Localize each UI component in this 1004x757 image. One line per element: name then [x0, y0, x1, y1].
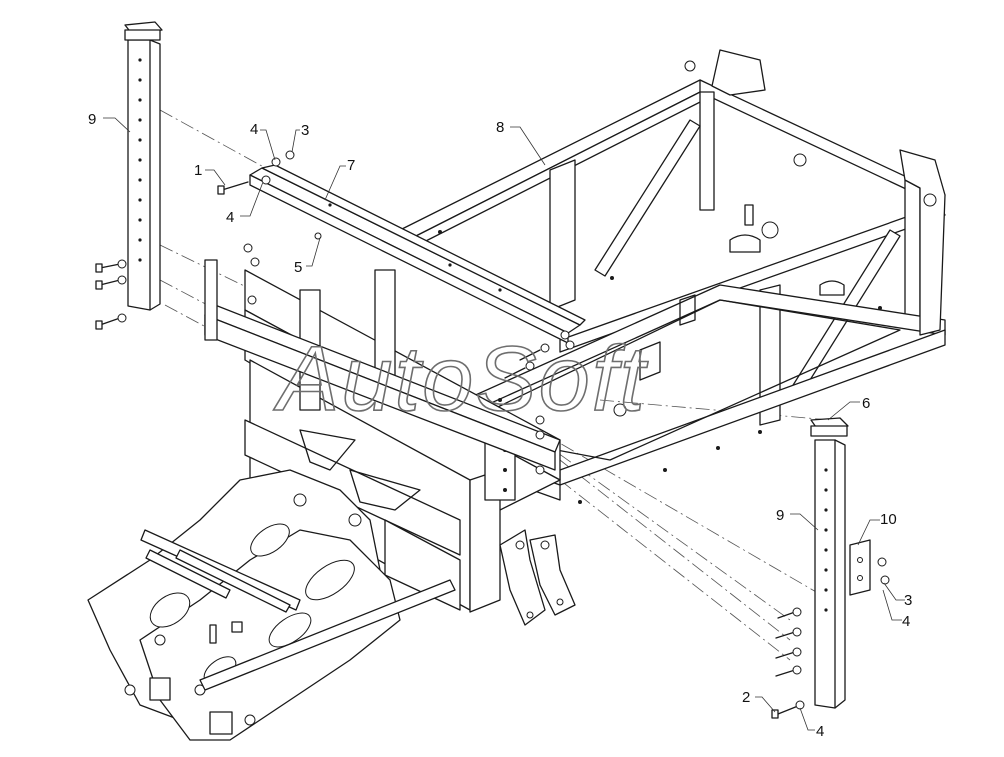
- callout-5: 5: [294, 259, 302, 276]
- hitch-assembly: [87, 469, 456, 741]
- callout-4-mid: 4: [226, 209, 234, 226]
- right-upright-post: [810, 417, 849, 709]
- callout-7: 7: [347, 157, 355, 174]
- crossbeam-7: [249, 164, 586, 344]
- leader-lines: [103, 117, 905, 731]
- callout-1: 1: [194, 162, 202, 179]
- callout-9-left: 9: [88, 111, 96, 128]
- callout-3-right: 3: [904, 592, 912, 609]
- callout-8: 8: [496, 119, 504, 136]
- fasteners: [95, 150, 890, 719]
- callout-4-top: 4: [250, 121, 258, 138]
- lower-link-brackets: [499, 529, 576, 626]
- left-upright-post: [124, 21, 163, 311]
- callout-10: 10: [880, 511, 897, 528]
- callouts: 9 1 4 3 4 5 7 8 6 9 10 3 4 2 4: [88, 111, 912, 740]
- mounting-plate-10: [849, 539, 871, 596]
- callout-2: 2: [742, 689, 750, 706]
- main-frame: [399, 49, 946, 504]
- callout-6: 6: [862, 395, 870, 412]
- watermark: AutoSoft: [273, 328, 648, 430]
- front-horizontal-beam: [204, 259, 561, 471]
- callout-9-right: 9: [776, 507, 784, 524]
- callout-4-right: 4: [902, 613, 910, 630]
- callout-3-top: 3: [301, 122, 309, 139]
- callout-4-bottom: 4: [816, 723, 824, 740]
